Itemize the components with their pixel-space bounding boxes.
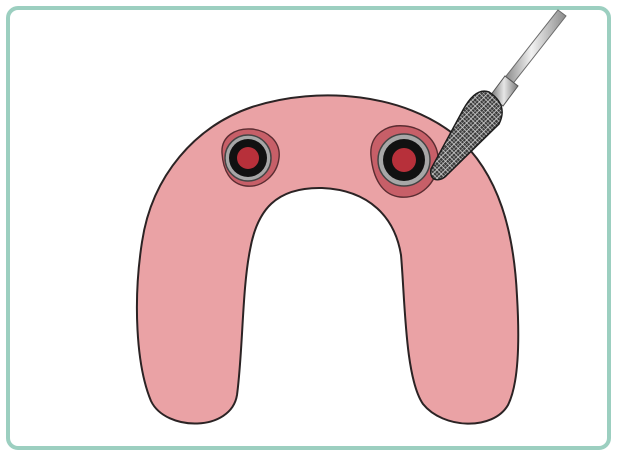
implant-right [371, 126, 438, 197]
